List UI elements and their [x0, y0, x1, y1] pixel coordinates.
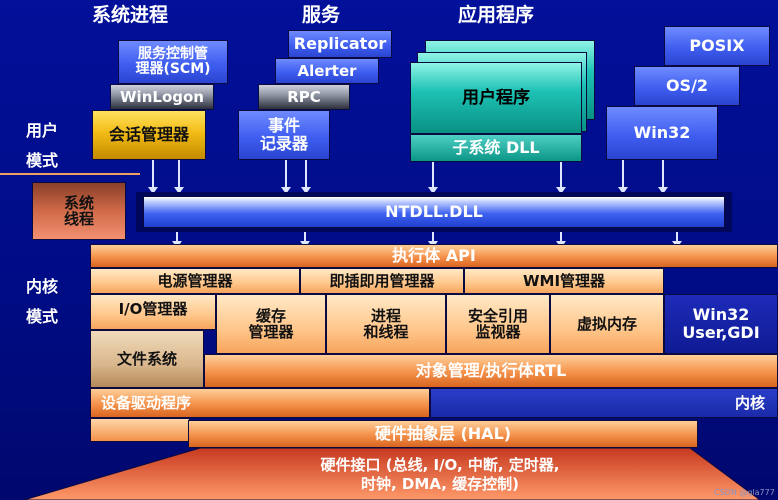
- watermark: CSDN @gla777: [714, 488, 775, 497]
- system-threads-box: 系统 线程: [32, 182, 126, 240]
- event-logger-box: 事件 记录器: [238, 110, 330, 160]
- alerter-box: Alerter: [275, 58, 379, 84]
- user-app-box: 用户程序: [410, 62, 582, 134]
- header-services: 服务: [302, 4, 341, 26]
- winlogon-box: WinLogon: [110, 84, 214, 110]
- security-monitor-box: 安全引用 监视器: [446, 294, 550, 354]
- kernel-mode-label: 内核 模式: [26, 277, 59, 326]
- arrow-winlogon-to-ntdll: [174, 160, 184, 194]
- win32-subsystem-box: Win32: [606, 106, 718, 160]
- hardware-interface-shape: [23, 448, 761, 500]
- user-mode-label: 用户 模式: [26, 121, 59, 170]
- header-applications: 应用程序: [458, 4, 535, 26]
- hardware-interface-label: 硬件接口 (总线, I/O, 中断, 定时器, 时钟, DMA, 缓存控制): [320, 455, 560, 494]
- rpc-box: RPC: [258, 84, 350, 110]
- os2-box: OS/2: [634, 66, 740, 106]
- ntdll-box: NTDLL.DLL: [143, 196, 725, 228]
- arrow-ntdll-to-api-1: [172, 232, 182, 248]
- subsystem-dll-box: 子系统 DLL: [410, 134, 582, 162]
- kernel-box: 内核: [430, 388, 778, 418]
- virtual-memory-box: 虚拟内存: [550, 294, 664, 354]
- process-thread-box: 进程 和线程: [326, 294, 446, 354]
- arrow-dll-to-ntdll-2: [556, 162, 566, 194]
- arrow-dll-to-ntdll-1: [428, 162, 438, 194]
- object-manager-box: 对象管理/执行体RTL: [204, 354, 778, 388]
- arrow-session-to-ntdll: [148, 160, 158, 194]
- arrow-event-to-ntdll: [281, 160, 291, 194]
- wmi-manager-box: WMI管理器: [464, 268, 664, 294]
- pnp-manager-box: 即插即用管理器: [300, 268, 464, 294]
- file-system-box: 文件系统: [90, 330, 204, 388]
- arrow-ntdll-to-api-2: [300, 232, 310, 248]
- arrow-rpc-to-ntdll: [301, 160, 311, 194]
- replicator-box: Replicator: [288, 30, 392, 58]
- executive-api-box: 执行体 API: [90, 244, 778, 268]
- arrow-win32-to-ntdll-2: [658, 160, 668, 194]
- header-system-processes: 系统进程: [92, 4, 169, 26]
- win32-user-gdi-box: Win32 User,GDI: [664, 294, 778, 354]
- session-manager-box: 会话管理器: [92, 110, 206, 160]
- device-drivers-tail: [90, 418, 190, 442]
- arrow-ntdll-to-api-3: [428, 232, 438, 248]
- scm-box: 服务控制管 理器(SCM): [118, 40, 228, 84]
- cache-manager-box: 缓存 管理器: [216, 294, 326, 354]
- arrow-ntdll-to-api-5: [672, 232, 682, 248]
- arrow-ntdll-to-api-4: [556, 232, 566, 248]
- device-drivers-box: 设备驱动程序: [90, 388, 430, 418]
- power-manager-box: 电源管理器: [90, 268, 300, 294]
- posix-box: POSIX: [664, 26, 770, 66]
- arrow-win32-to-ntdll-1: [618, 160, 628, 194]
- mode-divider-left: [0, 173, 140, 175]
- hal-box: 硬件抽象层 (HAL): [188, 420, 698, 448]
- io-manager-box: I/O管理器: [90, 294, 216, 330]
